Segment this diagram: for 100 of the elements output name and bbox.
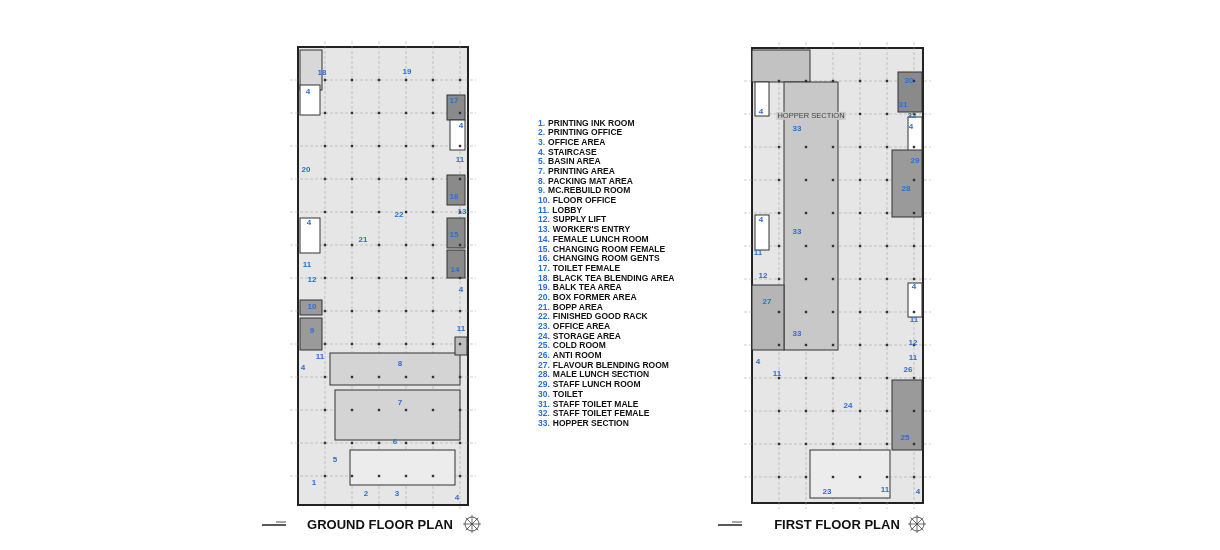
key-number: 2.	[538, 128, 546, 137]
callout-number: 15	[449, 231, 459, 239]
key-number: 16.	[538, 254, 550, 263]
callout-number: 6	[392, 438, 398, 446]
key-number: 33.	[538, 418, 550, 428]
callout-number: 31	[898, 101, 908, 109]
callout-number: 33	[792, 228, 802, 236]
callout-number: 28	[901, 185, 911, 193]
key-number: 10.	[538, 196, 550, 205]
key-text: OFFICE AREA	[548, 137, 606, 147]
key-text: BALK TEA AREA	[552, 283, 622, 292]
key-number: 28.	[538, 370, 550, 379]
callout-number: 3	[394, 490, 400, 498]
callout-number: 4	[305, 88, 311, 96]
callout-number: 13	[457, 208, 467, 216]
callout-number: 11	[456, 325, 466, 333]
key-number: 24.	[538, 331, 550, 341]
callout-number: 30	[904, 77, 914, 85]
callout-number: 4	[908, 123, 914, 131]
callout-number: 22	[394, 211, 404, 219]
callout-number: 4	[458, 122, 464, 130]
key-text: FINISHED GOOD RACK	[552, 312, 648, 321]
callout-number: 23	[822, 488, 832, 496]
callout-number: 4	[911, 283, 917, 291]
callout-number: 4	[300, 364, 306, 372]
key-text: BOPP AREA	[552, 302, 603, 312]
callout-number: 27	[762, 298, 772, 306]
key-text: FLAVOUR BLENDING ROOM	[552, 360, 669, 370]
key-number: 31.	[538, 399, 550, 409]
key-text: PRINTING INK ROOM	[548, 118, 635, 128]
callout-number: 11	[753, 249, 763, 257]
key-text: BLACK TEA BLENDING AREA	[552, 273, 675, 283]
key-number: 23.	[538, 322, 550, 331]
key-text: CHANGING ROOM GENTS	[552, 254, 660, 263]
key-number: 29.	[538, 380, 550, 389]
callout-number: 4	[758, 108, 764, 116]
key-text: COLD ROOM	[552, 341, 606, 350]
key-text: MC.REBUILD ROOM	[548, 186, 631, 195]
key-number: 4.	[538, 147, 546, 157]
key-text: OFFICE AREA	[552, 322, 611, 331]
callout-number: 14	[450, 266, 460, 274]
key-text: ANTI ROOM	[552, 351, 602, 360]
key-number: 17.	[538, 263, 550, 273]
key-text: TOILET FEMALE	[552, 263, 621, 273]
callout-number: 25	[900, 434, 910, 442]
key-text: MALE LUNCH SECTION	[552, 370, 650, 379]
callout-number: 11	[315, 353, 325, 361]
key-number: 32.	[538, 409, 550, 418]
callout-number: 24	[843, 402, 853, 410]
key-text: FLOOR OFFICE	[552, 196, 617, 205]
key-text: STORAGE AREA	[552, 331, 621, 341]
callout-number: 7	[397, 399, 403, 407]
key-text: STAFF TOILET FEMALE	[552, 409, 650, 418]
key-number: 20.	[538, 292, 550, 302]
callout-number: 8	[397, 360, 403, 368]
key-text: LOBBY	[552, 205, 583, 215]
key-number: 22.	[538, 312, 550, 321]
callout-number: 12	[307, 276, 317, 284]
key-number: 3.	[538, 137, 546, 147]
callout-number: 10	[307, 303, 317, 311]
callout-number: 1	[311, 479, 317, 487]
key-number: 21.	[538, 302, 550, 312]
key-text: HOPPER SECTION	[552, 418, 629, 428]
callout-number: 11	[880, 486, 890, 494]
key-text: STAIRCASE	[548, 147, 597, 157]
callout-number: 17	[449, 97, 459, 105]
callout-number: 4	[755, 358, 761, 366]
key-number: 30.	[538, 389, 550, 399]
key-text: PRINTING AREA	[548, 167, 615, 176]
key-number: 15.	[538, 244, 550, 254]
callout-number: 5	[332, 456, 338, 464]
key-text: CHANGING ROOM FEMALE	[552, 244, 666, 254]
key-number: 5.	[538, 157, 546, 166]
key-number: 12.	[538, 215, 550, 224]
key-text: BASIN AREA	[548, 157, 601, 166]
callout-number: 11	[302, 261, 312, 269]
callout-number: 29	[910, 157, 920, 165]
callout-number: 2	[363, 490, 369, 498]
key-number: 13.	[538, 225, 550, 234]
callout-number: 19	[402, 68, 412, 76]
key-number: 26.	[538, 351, 550, 360]
callout-number: 33	[792, 330, 802, 338]
callout-number: 11	[455, 156, 465, 164]
callout-number: 12	[908, 339, 918, 347]
key-number: 27.	[538, 360, 550, 370]
callout-number: 4	[454, 494, 460, 502]
key-text: BOX FORMER AREA	[552, 292, 637, 302]
callout-number: 9	[309, 327, 315, 335]
key-text: SUPPLY LIFT	[552, 215, 607, 224]
key-number: 19.	[538, 283, 550, 292]
callout-number: 4	[758, 216, 764, 224]
callout-number: 20	[301, 166, 311, 174]
callout-number: 4	[915, 488, 921, 496]
callout-number: 32	[907, 112, 917, 120]
plan-title: FIRST FLOOR PLAN	[774, 516, 900, 532]
key-text: PACKING MAT AREA	[548, 176, 633, 186]
key-number: 7.	[538, 167, 546, 176]
callout-number: 11	[909, 316, 919, 324]
key-text: TOILET	[552, 389, 583, 399]
key-number: 11.	[538, 205, 550, 215]
